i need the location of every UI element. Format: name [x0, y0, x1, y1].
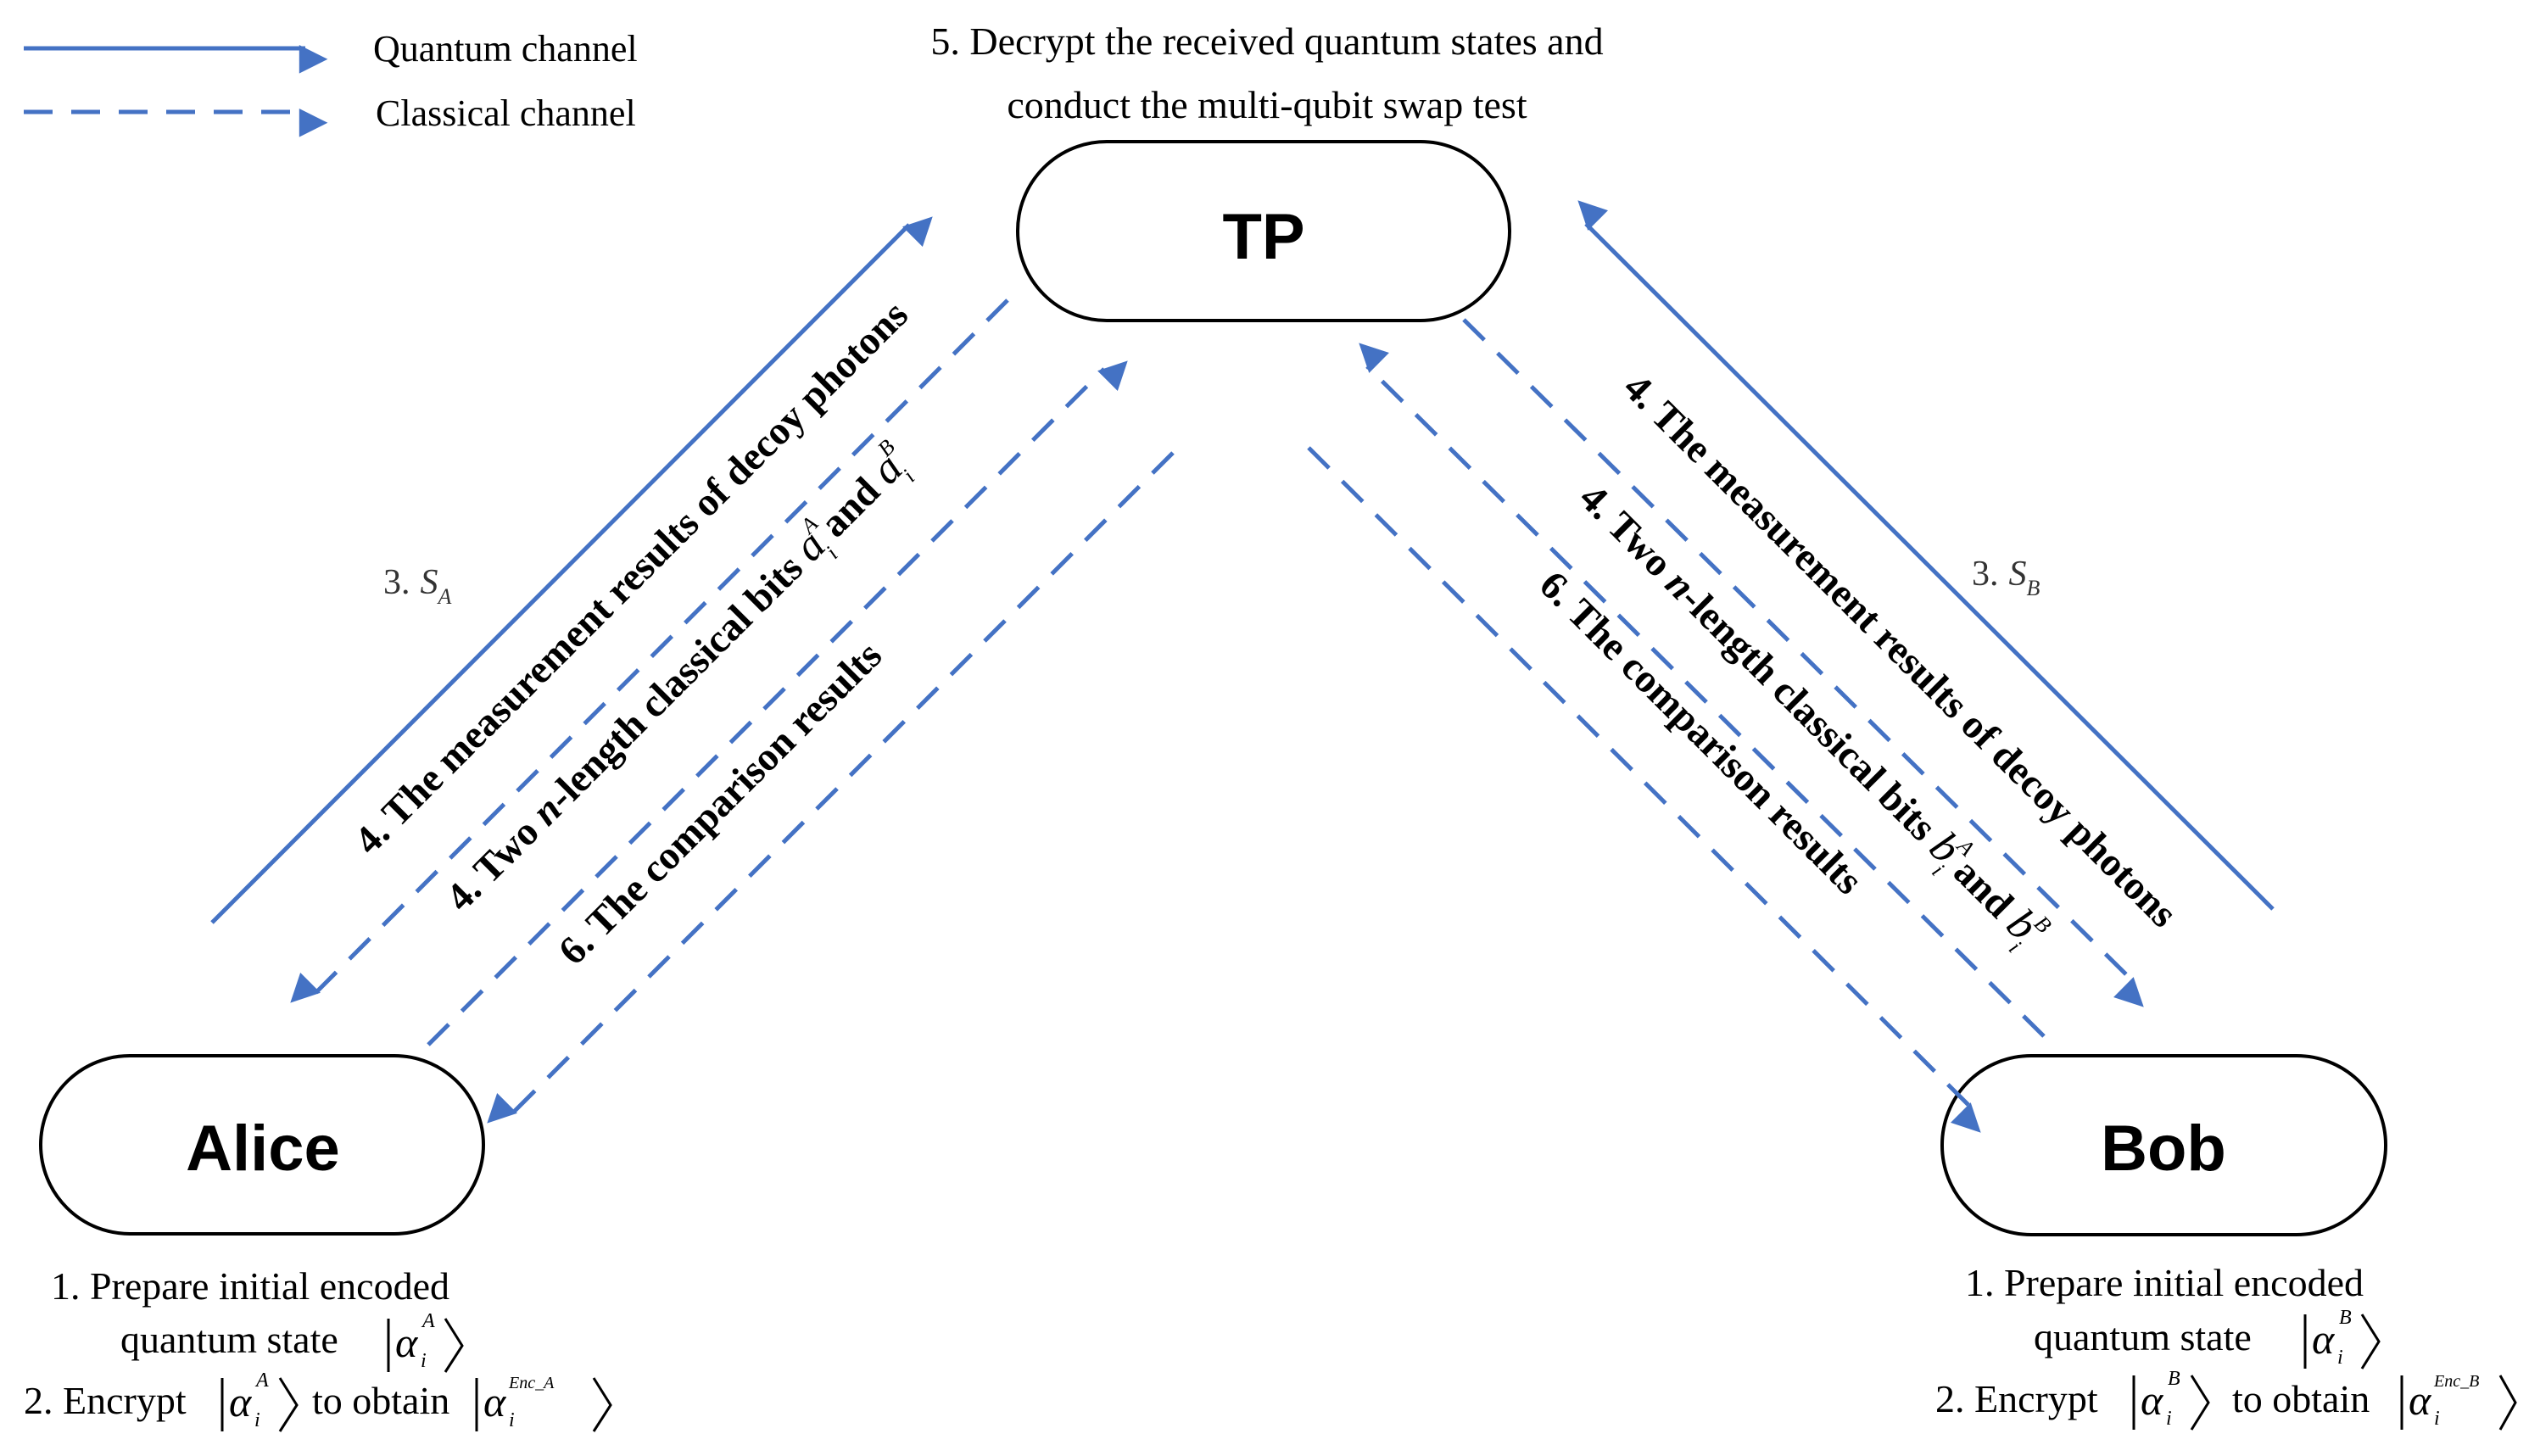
legend-classical-label: Classical channel — [376, 92, 636, 134]
svg-text:2. Encrypt: 2. Encrypt — [24, 1379, 187, 1422]
legend-quantum-label: Quantum channel — [373, 28, 638, 70]
legend: Quantum channel Classical channel — [24, 28, 638, 137]
edge-label-alice-compare: 6. The comparison results — [550, 633, 890, 973]
edge-bob-to-tp-quantum — [1577, 200, 2275, 911]
svg-text:B: B — [2168, 1368, 2180, 1390]
tp-step-line1: 5. Decrypt the received quantum states a… — [930, 20, 1603, 63]
edge-alice-to-tp-bits — [427, 360, 1128, 1046]
bob-steps: 1. Prepare initial encoded quantum state… — [1935, 1261, 2517, 1431]
svg-text:to obtain: to obtain — [312, 1379, 449, 1422]
svg-text:B: B — [2339, 1307, 2352, 1329]
alice-node-label: Alice — [186, 1113, 340, 1185]
edge-label-bob-decoy: 4. The measurement results of decoy phot… — [1615, 365, 2186, 936]
bob-step-line3: 2. Encrypt α B i to obtain α Enc_B i — [1935, 1368, 2517, 1431]
edge-bob-to-tp-bits — [1359, 343, 2046, 1038]
svg-text:α: α — [2312, 1315, 2336, 1363]
svg-text:α: α — [2409, 1376, 2432, 1424]
tp-node-label: TP — [1222, 201, 1304, 273]
svg-text:A: A — [421, 1310, 435, 1332]
tp-step-text: 5. Decrypt the received quantum states a… — [930, 20, 1603, 126]
svg-text:α: α — [483, 1378, 507, 1425]
bob-step-line2: quantum state α B i — [2034, 1307, 2381, 1370]
edge-label-sb: 3.SB — [1972, 555, 2041, 600]
bob-node: Bob — [1940, 1054, 2387, 1236]
svg-text:A: A — [254, 1370, 269, 1392]
svg-text:α: α — [229, 1378, 253, 1425]
svg-text:i: i — [2434, 1408, 2440, 1430]
svg-text:α: α — [2141, 1376, 2164, 1424]
svg-text:Enc_B: Enc_B — [2433, 1372, 2479, 1391]
svg-text:quantum state: quantum state — [2034, 1315, 2252, 1358]
edge-tp-to-bob-decoy — [1462, 318, 2144, 1007]
svg-text:to obtain: to obtain — [2232, 1377, 2370, 1420]
svg-text:i: i — [421, 1350, 427, 1372]
svg-text:Enc_A: Enc_A — [508, 1374, 555, 1392]
svg-text:i: i — [2166, 1408, 2172, 1430]
svg-text:i: i — [509, 1409, 515, 1431]
edge-tp-to-alice-decoy — [290, 298, 1009, 1003]
alice-steps: 1. Prepare initial encoded quantum state… — [24, 1264, 612, 1432]
edge-tp-to-alice-compare — [487, 451, 1175, 1124]
alice-step-line3: 2. Encrypt α A i to obtain α Enc_A i — [24, 1370, 612, 1432]
bob-node-label: Bob — [2101, 1113, 2226, 1185]
svg-text:i: i — [2337, 1347, 2343, 1369]
svg-text:i: i — [254, 1409, 260, 1431]
edge-label-sa: 3.SA — [383, 563, 452, 609]
edge-alice-to-tp-quantum — [210, 216, 933, 924]
edge-tp-to-bob-compare — [1307, 446, 1981, 1133]
alice-node: Alice — [39, 1054, 485, 1236]
svg-text:2. Encrypt: 2. Encrypt — [1935, 1377, 2098, 1420]
svg-text:quantum state: quantum state — [120, 1318, 338, 1361]
bob-step-line1: 1. Prepare initial encoded — [1965, 1261, 2364, 1304]
alice-step-line2: quantum state α A i — [120, 1310, 464, 1373]
alice-step-line1: 1. Prepare initial encoded — [51, 1264, 449, 1308]
tp-node: TP — [1016, 140, 1511, 322]
tp-step-line2: conduct the multi-qubit swap test — [1007, 83, 1527, 126]
svg-text:α: α — [395, 1319, 419, 1366]
